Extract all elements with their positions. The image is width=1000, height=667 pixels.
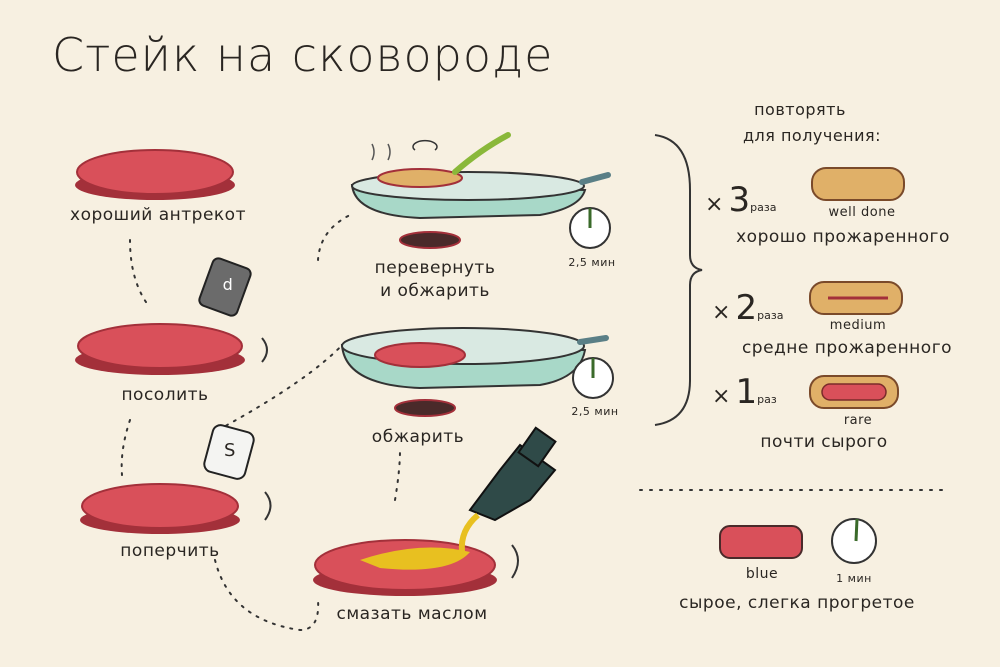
burner-icon: [399, 231, 461, 249]
doneness-en-medium: medium: [829, 318, 887, 333]
step-label-fry: обжарить: [371, 427, 465, 447]
timer-label-fry: 2,5 мин: [571, 405, 619, 418]
steak-medium-icon: [809, 281, 903, 315]
doneness-count-1: × 1раз: [712, 372, 777, 412]
page-title: Стейк на сковороде: [52, 28, 554, 82]
doneness-en-well-done: well done: [828, 205, 896, 220]
frying-pan-flip-icon: [350, 132, 611, 220]
times-sign: ×: [712, 384, 731, 409]
timer-label-flip: 2,5 мин: [568, 256, 616, 269]
doneness-header-2: для получения:: [742, 126, 882, 145]
times-sign: ×: [712, 300, 731, 325]
timer-label-blue: 1 мин: [836, 572, 872, 585]
brace: [654, 134, 703, 426]
doneness-count-3: × 3раза: [705, 180, 777, 220]
doneness-count-2: × 2раза: [712, 288, 784, 328]
pepper-shaker-letter: d: [222, 275, 234, 294]
steak-rare-icon: [809, 375, 899, 409]
doneness-ru-well-done: хорошо прожаренного: [736, 227, 950, 247]
steak-well-done-icon: [811, 167, 905, 201]
timer-icon: [569, 207, 611, 249]
oil-bottle-icon: [458, 426, 557, 553]
count: 3: [728, 180, 751, 220]
doneness-ru-blue: сырое, слегка прогретое: [679, 593, 915, 613]
timer-icon: [572, 357, 614, 399]
step-label-pepper: поперчить: [120, 541, 220, 561]
rotate-arrow-icon: [261, 337, 268, 363]
count: 2: [735, 288, 758, 328]
doneness-en-rare: rare: [843, 413, 873, 428]
doneness-ru-rare: почти сырого: [760, 432, 888, 452]
count: 1: [735, 372, 758, 412]
unit: раза: [757, 309, 784, 322]
step-label-flip-1: перевернуть: [374, 258, 496, 278]
pepper-shaker-icon: [198, 257, 252, 317]
unit: раза: [750, 201, 777, 214]
step-label-salt: посолить: [121, 385, 209, 405]
burner-icon: [394, 399, 456, 417]
step-label-oil: смазать маслом: [336, 604, 488, 624]
frying-pan-icon: [340, 327, 609, 390]
doneness-en-blue: blue: [745, 566, 779, 582]
doneness-header-1: повторять: [754, 100, 846, 119]
times-sign: ×: [705, 192, 724, 217]
steak-salted-icon: [75, 323, 245, 375]
steak-peppered-icon: [80, 483, 240, 534]
dotted-path: [120, 214, 401, 632]
salt-shaker-letter: S: [224, 440, 236, 461]
step-label-flip-2: и обжарить: [380, 281, 490, 301]
steak-blue-icon: [719, 525, 803, 559]
doneness-ru-medium: средне прожаренного: [741, 338, 953, 358]
step-label-steak: хороший антрекот: [70, 205, 246, 225]
steak-oiled-icon: [313, 539, 497, 596]
unit: раз: [757, 393, 777, 406]
steak-raw-icon: [75, 149, 235, 200]
timer-icon: [831, 518, 877, 564]
salt-shaker-icon: [203, 424, 255, 480]
